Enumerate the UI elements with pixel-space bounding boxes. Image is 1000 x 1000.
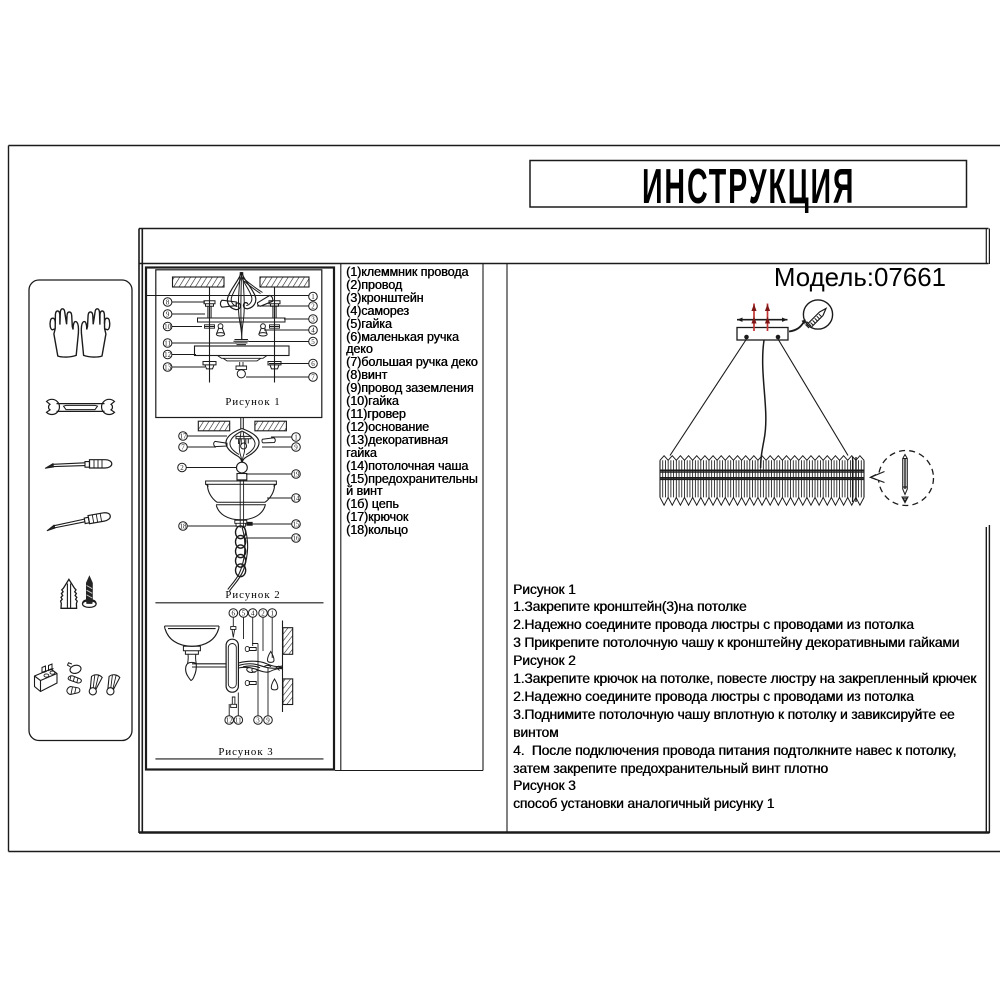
svg-text:2: 2: [311, 302, 315, 310]
svg-text:12: 12: [164, 351, 172, 359]
svg-text:9: 9: [294, 443, 298, 451]
svg-text:1: 1: [270, 609, 274, 617]
svg-text:Рисунок 1: Рисунок 1: [225, 396, 280, 408]
svg-text:5: 5: [242, 609, 246, 617]
svg-text:3: 3: [311, 315, 315, 323]
svg-text:1: 1: [294, 433, 298, 441]
svg-text:4: 4: [251, 609, 255, 617]
svg-text:7: 7: [181, 443, 185, 451]
svg-text:9: 9: [166, 310, 170, 318]
svg-text:2: 2: [261, 609, 265, 617]
svg-text:18: 18: [180, 522, 188, 530]
svg-text:1: 1: [311, 293, 315, 301]
svg-text:16: 16: [293, 534, 301, 542]
svg-text:5: 5: [311, 338, 315, 346]
svg-text:11: 11: [164, 339, 171, 347]
svg-text:8: 8: [166, 298, 170, 306]
svg-text:6: 6: [232, 609, 236, 617]
svg-text:Рисунок 2: Рисунок 2: [225, 589, 280, 601]
svg-text:9: 9: [266, 716, 270, 724]
svg-text:13: 13: [164, 363, 172, 371]
svg-text:2: 2: [180, 464, 184, 472]
svg-text:6: 6: [311, 360, 315, 368]
svg-text:4: 4: [311, 326, 315, 334]
svg-text:12: 12: [226, 716, 234, 724]
svg-text:10: 10: [164, 323, 172, 331]
svg-text:7: 7: [311, 373, 315, 381]
svg-text:14: 14: [293, 494, 301, 502]
svg-text:15: 15: [293, 520, 301, 528]
svg-text:17: 17: [180, 432, 188, 440]
svg-text:11: 11: [235, 716, 242, 724]
svg-text:3: 3: [256, 716, 260, 724]
svg-text:19: 19: [293, 470, 301, 478]
svg-text:Рисунок 3: Рисунок 3: [218, 746, 273, 758]
